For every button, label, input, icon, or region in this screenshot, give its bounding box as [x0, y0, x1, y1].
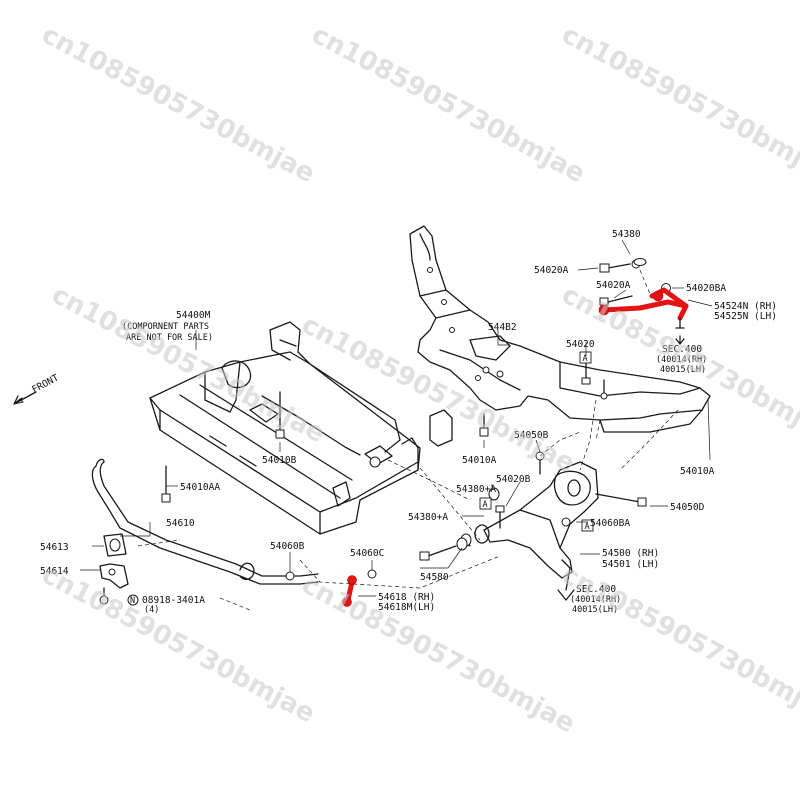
label-54525n-lh: 54525N (LH) — [714, 311, 777, 322]
label-qty-4: (4) — [144, 605, 159, 615]
label-54614: 54614 — [40, 566, 69, 577]
label-sec400-lower-rh: (40014(RH) — [570, 595, 621, 605]
label-54020b: 54020B — [496, 474, 531, 485]
watermark-8: cn1085905730bmjae — [297, 570, 580, 740]
label-component-note-1: (COMPORNENT PARTS — [122, 322, 209, 332]
upper-control-arm — [598, 287, 689, 345]
stabilizer-bar — [91, 458, 319, 585]
label-54501-lh: 54501 (LH) — [602, 559, 659, 570]
ref-box-a3: A — [581, 519, 594, 532]
label-54618-rh: 54618 (RH) — [378, 592, 435, 603]
label-54010b: 54010B — [262, 455, 297, 466]
label-54613: 54613 — [40, 542, 69, 553]
label-component-note-2: ARE NOT FOR SALE) — [126, 333, 213, 343]
label-54010a-mid: 54010A — [462, 455, 497, 466]
washer-54060ba — [561, 517, 571, 527]
nut-54060b — [285, 571, 295, 581]
front-arrow: FRONT — [13, 372, 61, 405]
label-54060ba: 54060BA — [590, 518, 630, 529]
washer-54380 — [633, 258, 647, 266]
label-54020-mid: 54020 — [566, 339, 595, 350]
stabilizer-bracket-54614 — [99, 563, 129, 589]
label-08918: 08918-3401A — [142, 595, 205, 606]
label-54610: 54610 — [166, 518, 195, 529]
label-54020a-mid: 54020A — [596, 280, 631, 291]
watermark-7: cn1085905730bmjae — [37, 560, 320, 730]
label-sec400-upper: SEC.400 — [662, 344, 702, 355]
label-sec400-upper-rh: (40014(RH) — [656, 355, 707, 365]
stabilizer-link — [342, 575, 357, 607]
label-54010a-right: 54010A — [680, 466, 715, 477]
label-54020ba: 54020BA — [686, 283, 726, 294]
watermark-4: cn1085905730bmjae — [47, 280, 330, 450]
bolt-54050d — [595, 493, 647, 507]
watermarks: cn1085905730bmjae cn1085905730bmjae cn10… — [37, 20, 800, 740]
label-54020a-left: 54020A — [534, 265, 569, 276]
bolt-54020b — [495, 505, 505, 529]
label-54380a-lower: 54380+A — [408, 512, 448, 523]
watermark-9: cn1085905730bmjae — [557, 560, 800, 730]
label-54380a-mid: 54380+A — [456, 484, 496, 495]
front-label: FRONT — [30, 372, 61, 395]
watermark-2: cn1085905730bmjae — [307, 20, 590, 190]
label-54500-rh: 54500 (RH) — [602, 548, 659, 559]
lower-control-arm — [474, 461, 599, 601]
ref-box-a2: A — [479, 497, 492, 510]
label-54050b: 54050B — [514, 430, 549, 441]
watermark-5: cn1085905730bmjae — [297, 310, 580, 480]
label-54618m-lh: 54618M(LH) — [378, 602, 435, 613]
stabilizer-bushing-54613 — [103, 533, 127, 557]
ref-a3-label: A — [585, 522, 590, 532]
label-54580: 54580 — [420, 572, 449, 583]
leader-lines — [80, 239, 713, 597]
front-subframe — [149, 321, 453, 535]
label-54050d: 54050D — [670, 502, 705, 513]
ref-a1-label: A — [583, 354, 588, 364]
washer-54380a-mid — [488, 487, 500, 501]
label-54060b: 54060B — [270, 541, 305, 552]
label-54060c: 54060C — [350, 548, 384, 559]
svg-text:N: N — [130, 596, 135, 606]
dashed-assembly-lines — [137, 269, 679, 611]
label-sec400-lower-lh: 40015(LH) — [572, 605, 618, 615]
ref-a2-label: A — [483, 500, 488, 510]
bolt-54010a-mid — [479, 413, 489, 437]
label-54400m: 54400M — [176, 310, 211, 321]
nut-54060c — [367, 569, 377, 579]
label-54524n-rh: 54524N (RH) — [714, 301, 777, 312]
label-544b2: 544B2 — [488, 322, 517, 333]
label-54380: 54380 — [612, 229, 641, 240]
ref-box-a1: A — [579, 351, 592, 364]
label-sec400-lower: SEC.400 — [576, 584, 616, 595]
watermark-1: cn1085905730bmjae — [37, 20, 320, 190]
label-54010aa: 54010AA — [180, 482, 220, 493]
label-sec400-upper-lh: 40015(LH) — [660, 365, 706, 375]
nut-08918: N — [99, 587, 139, 606]
bolt-54010b — [275, 391, 285, 439]
part-labels: 54400M (COMPORNENT PARTS ARE NOT FOR SAL… — [40, 229, 777, 615]
rear-member — [409, 225, 711, 433]
bolt-54010aa — [161, 465, 171, 503]
bolt-54580 — [419, 537, 468, 561]
watermark-3: cn1085905730bmjae — [557, 20, 800, 190]
